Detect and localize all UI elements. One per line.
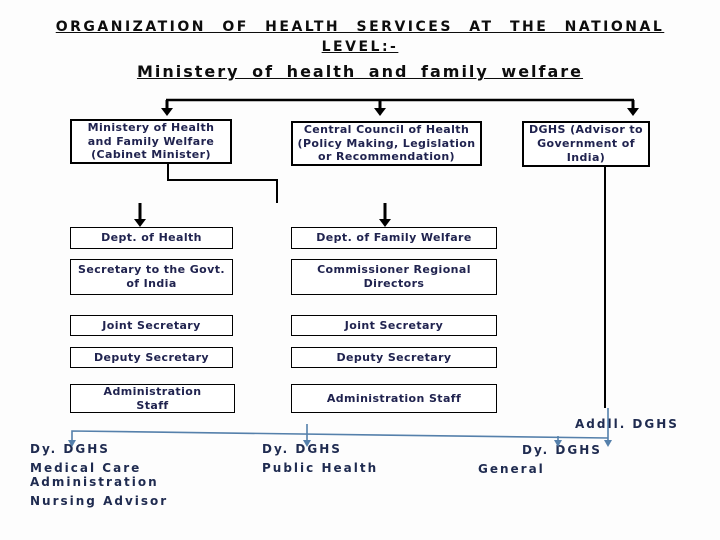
page-title-line1: ORGANIZATION OF HEALTH SERVICES AT THE N… xyxy=(55,19,665,35)
label-nursing-advisor: Nursing Advisor xyxy=(30,494,169,508)
box-central-council: Central Council of Health (Policy Making… xyxy=(291,121,482,166)
box-deputy-secretary-fw: Deputy Secretary xyxy=(291,347,497,368)
box-dept-health: Dept. of Health xyxy=(70,227,233,249)
box-dept-family-welfare: Dept. of Family Welfare xyxy=(291,227,497,249)
box-commissioner-label: Commissioner Regional Directors xyxy=(317,263,471,290)
box-dghs-label: DGHS (Advisor to Government of India) xyxy=(528,123,644,164)
page-title: ORGANIZATION OF HEALTH SERVICES AT THE N… xyxy=(0,17,720,57)
box-admin-staff-health-label: Administration Staff xyxy=(103,384,202,412)
label-medical-care-administration: Medical Care Administration xyxy=(30,461,159,489)
label-public-health: Public Health xyxy=(262,461,379,475)
box-deputy-secretary-health-label: Deputy Secretary xyxy=(93,350,210,364)
box-ministry-health-family-welfare: Ministery of Health and Family Welfare (… xyxy=(70,119,232,164)
box-joint-secretary-fw: Joint Secretary xyxy=(291,315,497,336)
box-dept-family-welfare-label: Dept. of Family Welfare xyxy=(316,231,472,245)
label-general: General xyxy=(478,462,545,476)
box-central-council-label: Central Council of Health (Policy Making… xyxy=(297,122,476,164)
box-dept-health-label: Dept. of Health xyxy=(101,231,202,245)
box-joint-secretary-health-label: Joint Secretary xyxy=(102,318,201,332)
box-secretary-govt-india-label: Secretary to the Govt. of India xyxy=(78,263,225,290)
box-commissioner-regional-directors: Commissioner Regional Directors xyxy=(291,259,497,295)
label-dy-dghs-general: Dy. DGHS xyxy=(522,443,602,457)
box-admin-staff-health: Administration Staff xyxy=(70,384,235,413)
page-title-line2: LEVEL:- xyxy=(321,39,399,55)
label-dy-dghs-public: Dy. DGHS xyxy=(262,442,342,456)
label-dy-dghs-medical: Dy. DGHS xyxy=(30,442,110,456)
box-deputy-secretary-fw-label: Deputy Secretary xyxy=(336,350,452,364)
box-dghs: DGHS (Advisor to Government of India) xyxy=(522,121,650,167)
box-deputy-secretary-health: Deputy Secretary xyxy=(70,347,233,368)
label-addl-dghs: Addll. DGHS xyxy=(575,417,679,431)
box-admin-staff-fw-label: Administration Staff xyxy=(326,391,462,405)
box-ministry-label: Ministery of Health and Family Welfare (… xyxy=(87,120,215,162)
box-admin-staff-fw: Administration Staff xyxy=(291,384,497,413)
box-secretary-govt-india: Secretary to the Govt. of India xyxy=(70,259,233,295)
page-subtitle: Ministery of health and family welfare xyxy=(136,62,584,81)
box-joint-secretary-health: Joint Secretary xyxy=(70,315,233,336)
box-joint-secretary-fw-label: Joint Secretary xyxy=(344,318,444,332)
